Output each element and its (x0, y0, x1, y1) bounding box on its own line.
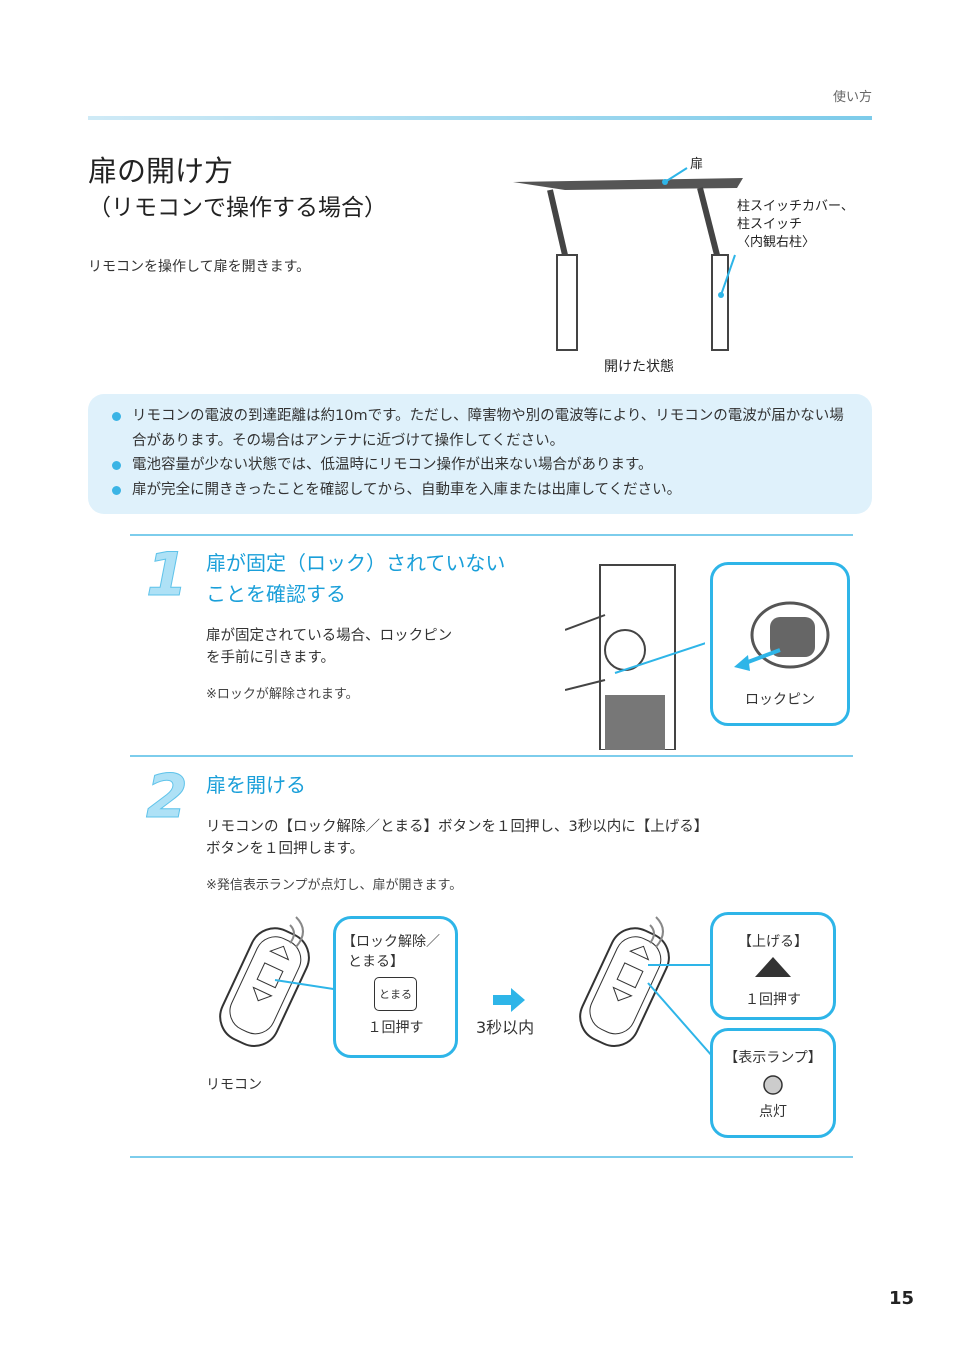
callout-title: とまる】 (348, 954, 404, 970)
callout-title: 【ロック解除／ (342, 934, 440, 950)
page-number: 15 (888, 1288, 914, 1309)
switch-label-line: 〈内観右柱〉 (737, 235, 816, 250)
lock-pin-icon (734, 601, 830, 671)
figure-caption: 開けた状態 (604, 359, 674, 375)
step-number: 1 (146, 540, 189, 611)
step-note: ※発信表示ランプが点灯し、扉が開きます。 (206, 878, 463, 893)
callout-action: 点灯 (759, 1104, 787, 1120)
callout-action: １回押す (745, 992, 801, 1008)
page-title: 扉の開け方 (88, 154, 234, 188)
callout-title: 【上げる】 (738, 934, 808, 950)
intro-text: リモコンを操作して扉を開きます。 (88, 259, 311, 275)
step-body-line: を手前に引きます。 (206, 650, 336, 666)
callout-title: 【表示ランプ】 (724, 1050, 822, 1066)
step-heading-line: 扉が固定（ロック）されていない (206, 551, 506, 575)
step-number: 2 (146, 762, 189, 833)
switch-label-line: 柱スイッチカバー、 (737, 199, 854, 214)
step-note: ※ロックが解除されます。 (206, 687, 359, 702)
lock-pin-callout: ロックピン (710, 562, 850, 726)
stop-button: とまる (374, 977, 417, 1011)
up-triangle-icon (755, 957, 791, 977)
note-item: リモコンの電波の到達距離は約10mです。ただし、障害物や別の電波等により、リモコ… (112, 404, 848, 453)
header-rule (88, 116, 872, 120)
step-heading-line: ことを確認する (206, 582, 346, 606)
step-body-line: 扉が固定されている場合、ロックピン (206, 628, 453, 644)
section-header: 使い方 (832, 90, 872, 105)
lock-pin-label: ロックピン (745, 692, 815, 708)
raise-callout: 【上げる】 １回押す (710, 912, 836, 1020)
open-gate-illustration (513, 167, 743, 351)
step-heading: 扉を開ける (206, 773, 306, 797)
stop-callout: 【ロック解除／ とまる】 とまる １回押す (333, 916, 458, 1058)
remote-illustration (579, 916, 720, 1065)
divider (130, 755, 853, 757)
within-3-seconds-label: 3秒以内 (476, 1018, 535, 1037)
page-subtitle: （リモコンで操作する場合） (88, 195, 387, 221)
lamp-icon (763, 1075, 783, 1095)
notes-box: リモコンの電波の到達距離は約10mです。ただし、障害物や別の電波等により、リモコ… (88, 394, 872, 514)
step-body-line: ボタンを１回押します。 (206, 841, 365, 857)
arrow-right-icon (493, 988, 525, 1012)
step-body-line: リモコンの【ロック解除／とまる】ボタンを１回押し、3秒以内に【上げる】 (206, 819, 709, 835)
lamp-callout: 【表示ランプ】 点灯 (710, 1028, 836, 1138)
remote-illustration (219, 916, 340, 1047)
divider (130, 534, 853, 536)
step-heading: 扉が固定（ロック）されていない ことを確認する (206, 548, 505, 610)
note-item: 電池容量が少ない状態では、低温時にリモコン操作が出来ない場合があります。 (112, 453, 848, 478)
door-label: 扉 (690, 157, 704, 172)
remote-label: リモコン (206, 1077, 262, 1093)
note-item: 扉が完全に開ききったことを確認してから、自動車を入庫または出庫してください。 (112, 478, 848, 503)
lock-post-illustration (565, 564, 705, 750)
step-body: リモコンの【ロック解除／とまる】ボタンを１回押し、3秒以内に【上げる】 ボタンを… (206, 816, 708, 860)
callout-action: １回押す (367, 1020, 424, 1036)
switch-label-line: 柱スイッチ (737, 217, 803, 232)
step-body: 扉が固定されている場合、ロックピン を手前に引きます。 (206, 625, 452, 669)
divider (130, 1156, 853, 1158)
